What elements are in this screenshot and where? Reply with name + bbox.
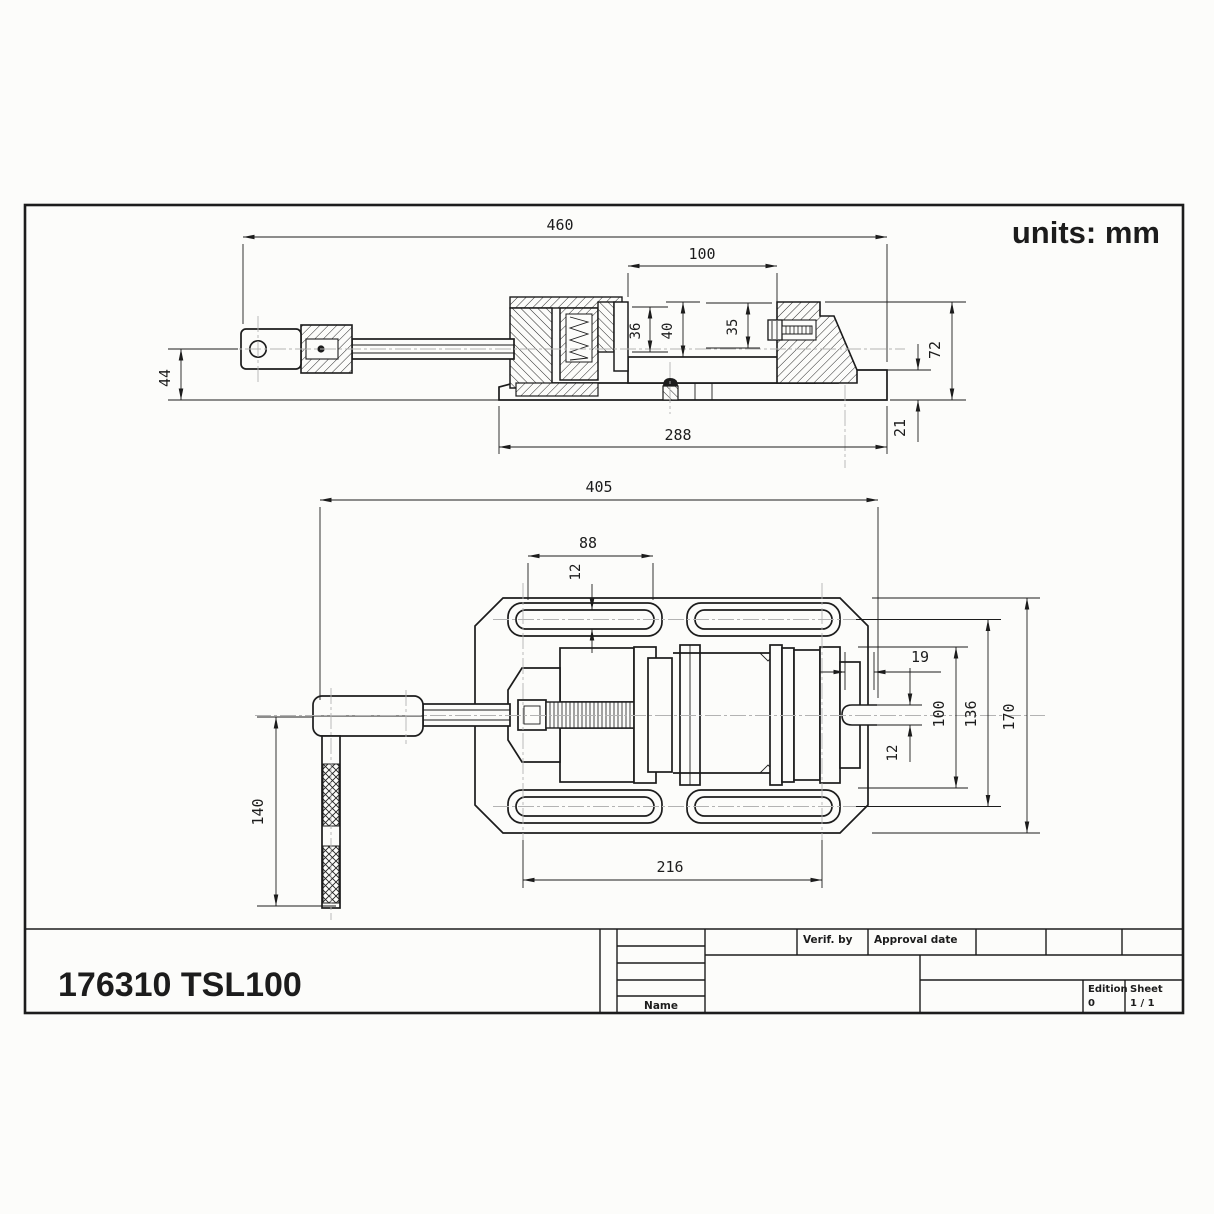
fixed-jaw-section xyxy=(767,301,858,384)
spring-symbol xyxy=(568,316,590,361)
dim-405: 405 xyxy=(585,478,612,496)
dim-88: 88 xyxy=(579,534,597,552)
top-view: 405 88 12 19 12 100 xyxy=(249,478,1045,920)
side-dimensions: 460 100 36 40 35 44 xyxy=(156,216,966,454)
title-block xyxy=(25,928,1183,1013)
dim-12-fork: 12 xyxy=(885,745,901,762)
tbolt-section xyxy=(662,378,713,401)
approval-date-label: Approval date xyxy=(874,934,957,946)
part-number: 176310 TSL100 xyxy=(58,966,302,1004)
side-view: 460 100 36 40 35 44 xyxy=(156,216,966,468)
dim-140: 140 xyxy=(249,798,267,825)
dim-35: 35 xyxy=(725,319,741,336)
dim-100-side: 100 xyxy=(688,245,715,263)
dim-44: 44 xyxy=(156,369,174,387)
clamp-screw-head xyxy=(767,319,783,341)
edition-value: 0 xyxy=(1088,998,1095,1009)
clamp-screw-shaft xyxy=(781,325,813,335)
verif-by-label: Verif. by xyxy=(803,934,853,946)
name-label: Name xyxy=(644,1000,678,1012)
dim-21: 21 xyxy=(891,419,909,437)
dim-40: 40 xyxy=(660,323,676,340)
top-dimensions: 405 88 12 19 12 100 xyxy=(249,478,1040,907)
dim-170: 170 xyxy=(1000,703,1018,730)
fixed-jaw-top xyxy=(769,644,877,786)
movable-jaw-section xyxy=(509,296,629,397)
title-block-labels: Verif. by Approval date Name Edition 0 S… xyxy=(644,934,1163,1012)
dim-460: 460 xyxy=(546,216,573,234)
sheet-value: 1 / 1 xyxy=(1130,998,1155,1009)
dim-12-slot: 12 xyxy=(568,564,584,581)
dim-136: 136 xyxy=(962,700,980,727)
clamp-fork-slot xyxy=(841,704,877,726)
dim-36: 36 xyxy=(628,323,644,340)
dim-288: 288 xyxy=(664,426,691,444)
units-label: units: mm xyxy=(1012,215,1160,250)
dim-100-top: 100 xyxy=(930,700,948,727)
dim-72: 72 xyxy=(926,341,944,359)
edition-label: Edition xyxy=(1088,984,1128,995)
dim-19: 19 xyxy=(911,648,929,666)
sheet-label: Sheet xyxy=(1130,984,1163,995)
dim-216: 216 xyxy=(656,858,683,876)
top-centerlines xyxy=(255,583,1045,920)
screw-thread-top xyxy=(545,701,635,729)
